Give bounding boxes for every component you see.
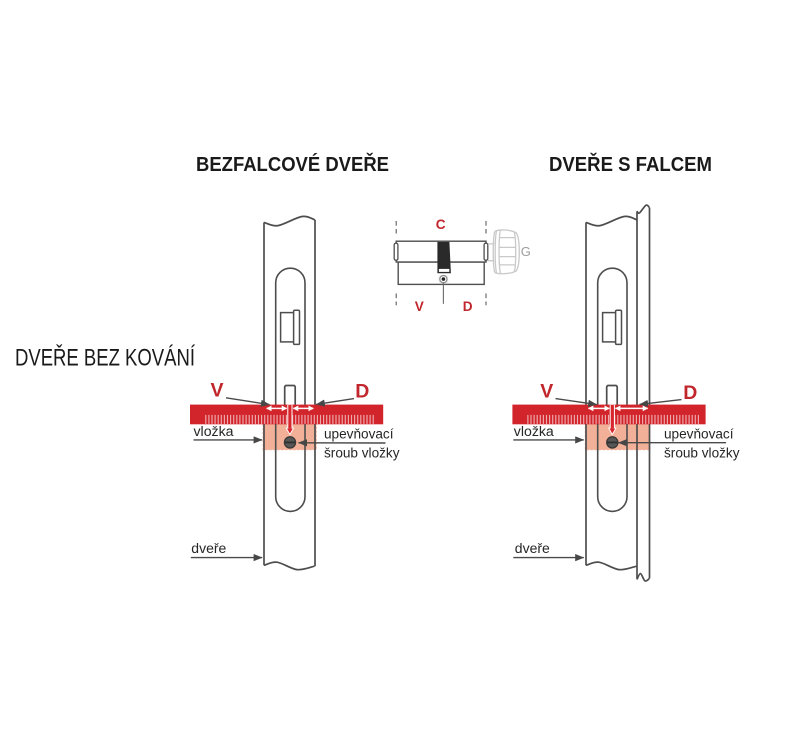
- svg-text:DVEŘE BEZ KOVÁNÍ: DVEŘE BEZ KOVÁNÍ: [15, 344, 195, 371]
- svg-text:V: V: [415, 299, 424, 314]
- svg-text:šroub vložky: šroub vložky: [324, 446, 400, 461]
- svg-text:upevňovací: upevňovací: [664, 426, 734, 441]
- svg-text:C: C: [436, 217, 446, 232]
- svg-text:vložka: vložka: [194, 424, 235, 439]
- svg-text:V: V: [211, 379, 224, 401]
- svg-text:vložka: vložka: [514, 424, 555, 439]
- svg-text:G: G: [521, 244, 531, 259]
- svg-text:V: V: [540, 381, 553, 403]
- svg-text:dveře: dveře: [191, 541, 226, 556]
- svg-text:D: D: [463, 299, 473, 314]
- svg-text:šroub vložky: šroub vložky: [664, 446, 740, 461]
- svg-text:D: D: [355, 381, 369, 403]
- svg-text:dveře: dveře: [515, 541, 550, 556]
- svg-text:D: D: [683, 382, 697, 404]
- svg-text:BEZFALCOVÉ DVEŘE: BEZFALCOVÉ DVEŘE: [196, 152, 389, 176]
- svg-text:DVEŘE S FALCEM: DVEŘE S FALCEM: [549, 152, 712, 176]
- svg-text:upevňovací: upevňovací: [324, 426, 394, 441]
